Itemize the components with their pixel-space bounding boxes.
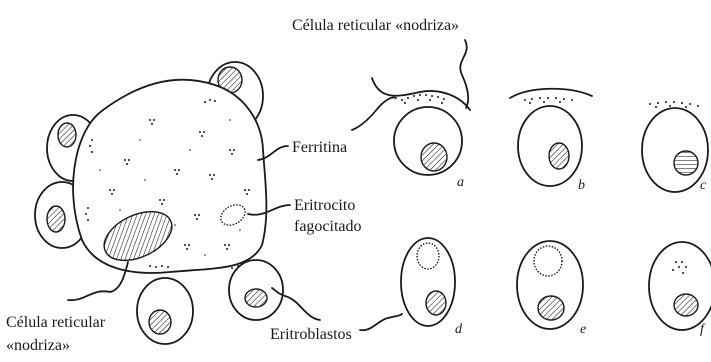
- panel-a: [352, 40, 470, 175]
- label-erythrocyte-line1: Eritrocito: [294, 197, 355, 214]
- panel-b: [510, 89, 592, 186]
- label-nurse-cell-top: Célula reticular «nodriza»: [292, 17, 459, 34]
- panel-label-a: a: [457, 175, 464, 190]
- panel-label-e: e: [580, 322, 586, 337]
- label-nurse-cell-bottom-line1: Célula reticular: [6, 314, 106, 331]
- panel-label-f: f: [700, 322, 706, 337]
- panel-label-c: c: [700, 178, 707, 193]
- label-erythroblasts: Eritroblastos: [270, 326, 352, 343]
- label-nurse-cell-bottom-line2: «nodriza»: [6, 337, 70, 354]
- label-ferritin: Ferritina: [292, 139, 347, 156]
- erythroblast-bottom-center: [137, 278, 193, 344]
- panel-label-d: d: [455, 322, 463, 337]
- panel-c: [642, 101, 708, 192]
- panel-label-b: b: [578, 178, 585, 193]
- label-erythrocyte-line2: fagocitado: [294, 218, 362, 235]
- nurse-cell-body: [73, 80, 266, 273]
- panel-e: [517, 241, 583, 329]
- panel-f: [649, 242, 711, 330]
- panel-d: [360, 238, 455, 330]
- erythroblastic-island: [35, 62, 283, 344]
